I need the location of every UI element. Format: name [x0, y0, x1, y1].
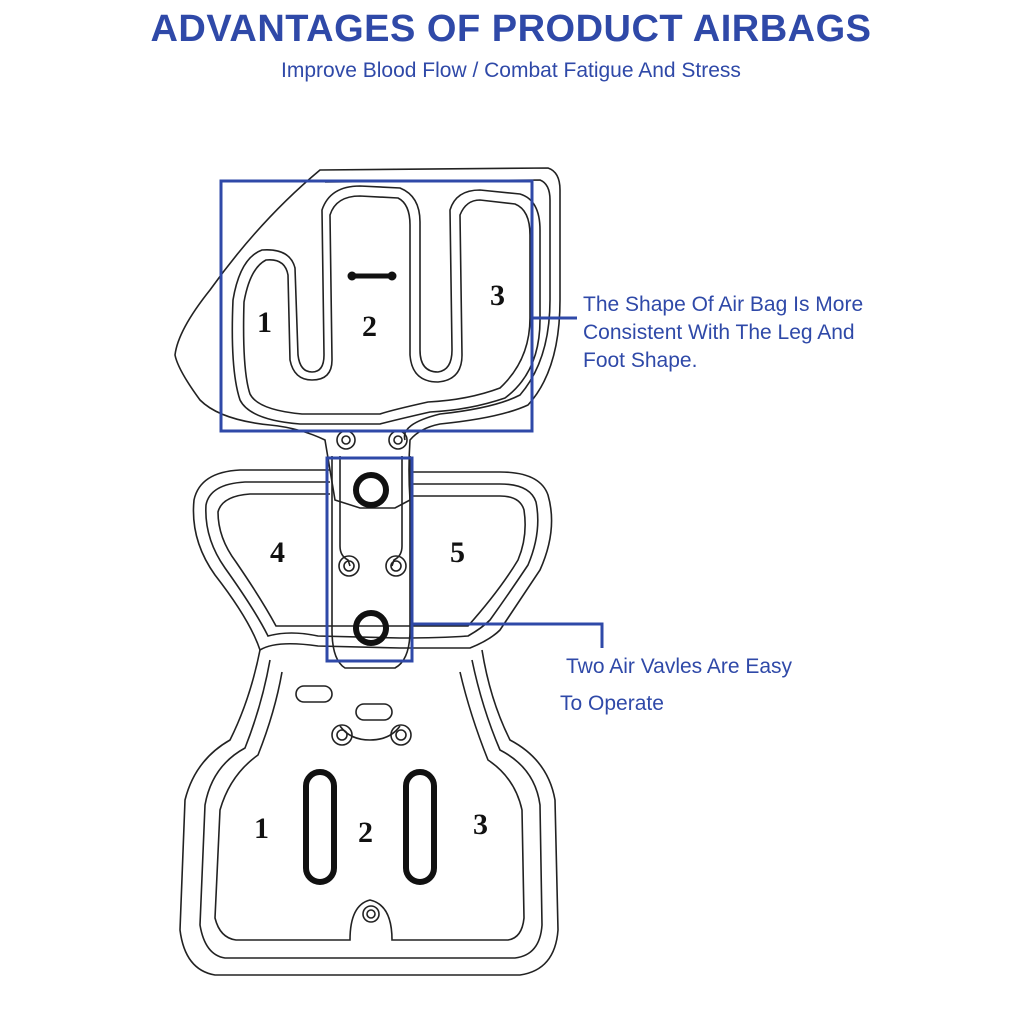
highlight-annotations	[219, 179, 604, 663]
air-valve-lower	[353, 610, 389, 646]
air-valves	[353, 472, 389, 646]
leader-line-valve	[412, 622, 604, 648]
valve-holes	[331, 430, 412, 923]
zone-label-mid-5: 5	[450, 536, 465, 569]
valve-area-highlight	[325, 456, 414, 663]
callout-air-valves-line1: Two Air Vavles Are Easy	[566, 655, 793, 678]
zone-label-bottom-1: 1	[254, 812, 269, 845]
callout-leg-foot-shape: The Shape Of Air Bag Is More Consistent …	[583, 293, 864, 372]
air-valve-upper	[353, 472, 389, 508]
zone-label-top-2: 2	[362, 310, 377, 343]
zone-label-top-3: 3	[490, 279, 505, 312]
callout-air-valves-line2: To Operate	[560, 692, 664, 715]
zone-label-mid-4: 4	[270, 536, 285, 569]
zone-label-bottom-3: 3	[473, 808, 488, 841]
page-subtitle: Improve Blood Flow / Combat Fatigue And …	[281, 59, 741, 82]
zone-label-bottom-2: 2	[358, 816, 373, 849]
zone-label-top-1: 1	[257, 306, 272, 339]
page-title: ADVANTAGES OF PRODUCT AIRBAGS	[150, 8, 872, 50]
foot-area-highlight	[219, 179, 534, 433]
seams	[303, 271, 437, 885]
